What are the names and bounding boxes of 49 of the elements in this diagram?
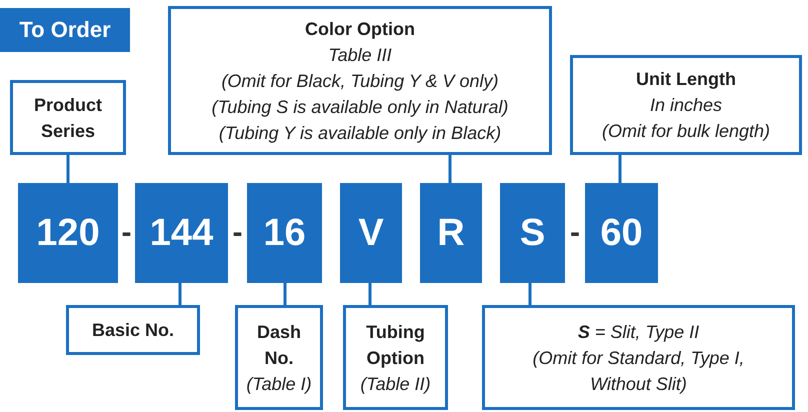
label-heading: Unit Length bbox=[635, 68, 737, 91]
label-heading: Color Option bbox=[304, 18, 416, 41]
label-note: In inches bbox=[648, 94, 724, 117]
order-tag bbox=[0, 8, 130, 52]
label-box bbox=[66, 305, 200, 355]
connector-line bbox=[284, 283, 286, 305]
code-block bbox=[135, 183, 228, 283]
label-note: (Table II) bbox=[359, 372, 432, 396]
label-heading: Dash No. bbox=[256, 320, 302, 370]
connector-line bbox=[618, 155, 622, 183]
connector-line bbox=[368, 283, 372, 305]
code-block bbox=[247, 183, 322, 283]
connector-line bbox=[448, 155, 452, 183]
code-value: 60 bbox=[599, 220, 644, 246]
label-heading: To Order bbox=[18, 17, 112, 43]
label-heading: Tubing Option bbox=[365, 320, 426, 370]
code-block bbox=[18, 183, 118, 283]
label-box bbox=[168, 6, 552, 155]
code-value: 144 bbox=[148, 220, 214, 246]
label-note: (Omit for bulk length) bbox=[600, 120, 772, 143]
code-value: R bbox=[436, 220, 466, 246]
label-heading: S = Slit, Type II bbox=[576, 320, 700, 344]
label-box bbox=[235, 305, 323, 410]
separator-dash: - bbox=[232, 218, 244, 248]
label-note: (Table I) bbox=[245, 372, 313, 396]
code-block bbox=[500, 183, 565, 283]
code-block bbox=[420, 183, 482, 283]
label-box bbox=[570, 55, 802, 155]
label-heading: Product Series bbox=[32, 94, 103, 142]
label-note: (Omit for Black, Tubing Y & V only) bbox=[220, 70, 500, 93]
label-note: (Tubing S is available only in Natural) bbox=[210, 96, 510, 119]
label-note: (Omit for Standard, Type I, Without Slit) bbox=[532, 346, 746, 396]
note-box bbox=[482, 305, 795, 410]
connector-line bbox=[528, 283, 532, 305]
label-box bbox=[10, 80, 126, 155]
label-note: Table III bbox=[327, 44, 393, 66]
label-heading: Basic No. bbox=[90, 319, 176, 342]
connector-line bbox=[178, 283, 182, 305]
separator-dash: - bbox=[569, 218, 581, 248]
code-block bbox=[340, 183, 402, 283]
code-value: 16 bbox=[262, 220, 307, 246]
label-note: (Tubing Y is available only in Black) bbox=[218, 122, 502, 145]
code-value: S bbox=[518, 220, 546, 246]
separator-dash: - bbox=[120, 218, 132, 248]
connector-line bbox=[66, 155, 70, 183]
code-block bbox=[585, 183, 658, 283]
code-value: V bbox=[357, 220, 385, 246]
label-box bbox=[343, 305, 448, 410]
code-value: 120 bbox=[35, 220, 101, 246]
